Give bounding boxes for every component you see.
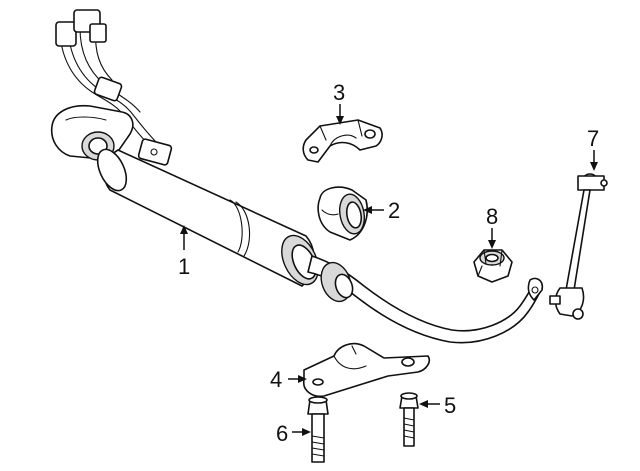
- callout-6: 6: [276, 421, 288, 446]
- lower-bracket: [302, 342, 431, 398]
- bolt-6: [307, 396, 329, 463]
- stabilizer-link: [549, 173, 608, 320]
- callout-2: 2: [388, 198, 400, 223]
- callout-1: 1: [178, 254, 190, 279]
- bushing: [317, 186, 368, 241]
- callout-3: 3: [333, 80, 345, 105]
- callout-arrows: [180, 104, 598, 436]
- bolt-5: [399, 392, 419, 447]
- stabilizer-bar-assembly: [50, 9, 544, 344]
- callout-7: 7: [587, 126, 599, 151]
- callout-5: 5: [444, 393, 456, 418]
- callout-4: 4: [270, 367, 282, 392]
- callout-labels: 1 2 3 4 5 6 7 8: [178, 80, 599, 446]
- callout-8: 8: [486, 204, 498, 229]
- nut: [473, 249, 513, 283]
- upper-clamp: [302, 119, 383, 163]
- wiring-harness: [55, 9, 173, 166]
